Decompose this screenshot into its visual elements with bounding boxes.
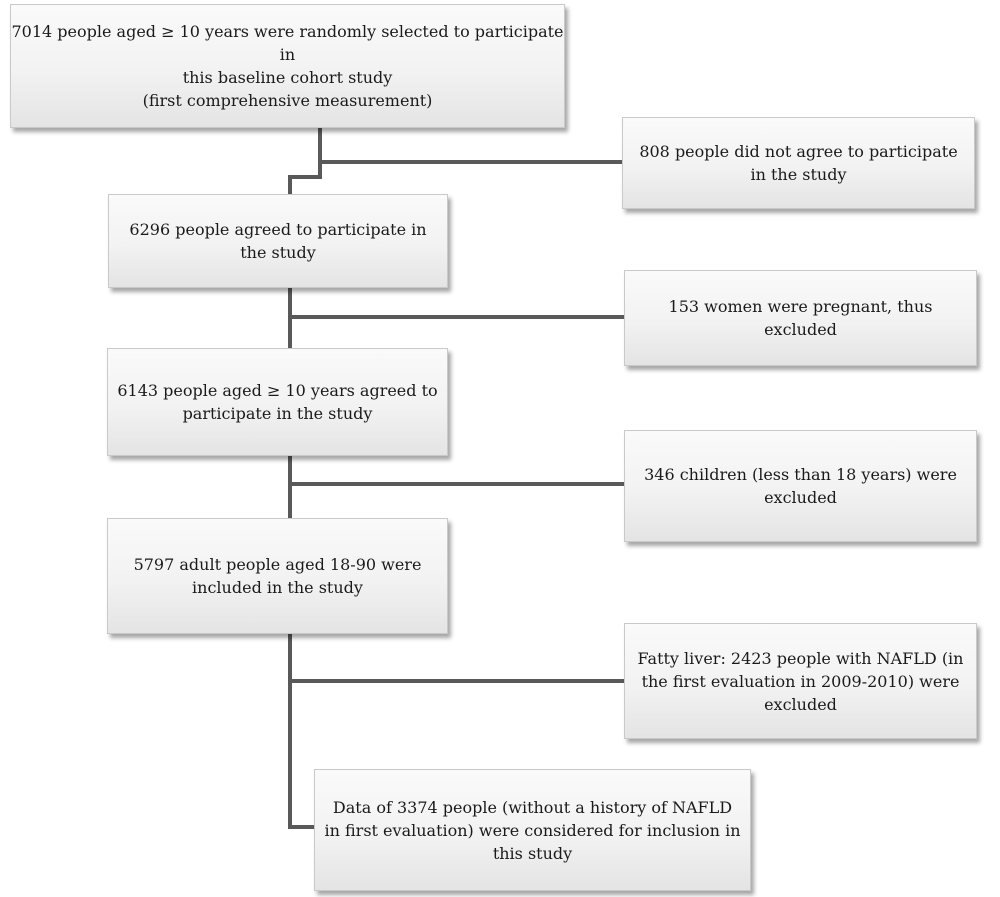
connector-branch-1 [318,160,624,164]
connector-branch-4 [288,679,624,683]
connector-jog-1 [288,175,322,179]
box-children-excluded: 346 children (less than 18 years) were e… [624,430,977,542]
connector-branch-3 [288,482,624,486]
connector-branch-2 [288,315,624,319]
box-fatty-liver-excluded-text: Fatty liver: 2423 people with NAFLD (in … [637,648,964,714]
connector-branch-5 [288,825,316,829]
box-final-data-text: Data of 3374 people (without a history o… [324,797,741,863]
box-did-not-agree-text: 808 people did not agree to participate … [639,142,958,184]
box-initial-sample: 7014 people aged ≥ 10 years were randoml… [10,4,565,128]
box-children-excluded-text: 346 children (less than 18 years) were e… [644,465,957,507]
connector-trunk-1 [318,128,322,164]
box-aged-ge10-agreed: 6143 people aged ≥ 10 years agreed to pa… [107,348,448,456]
connector-drop-1 [288,175,292,194]
connector-trunk-3 [288,456,292,518]
box-agreed: 6296 people agreed to participate in the… [108,194,448,288]
box-initial-sample-text: 7014 people aged ≥ 10 years were randoml… [11,22,564,110]
box-did-not-agree: 808 people did not agree to participate … [622,117,975,209]
connector-trunk-4 [288,634,292,828]
connector-trunk-1b [318,160,322,179]
box-adults-included: 5797 adult people aged 18-90 were includ… [107,518,448,634]
box-pregnant-excluded: 153 women were pregnant, thus excluded [624,270,977,366]
box-pregnant-excluded-text: 153 women were pregnant, thus excluded [668,297,933,339]
box-adults-included-text: 5797 adult people aged 18-90 were includ… [133,555,422,597]
box-final-data: Data of 3374 people (without a history o… [314,769,751,891]
box-agreed-text: 6296 people agreed to participate in the… [129,220,427,262]
box-aged-ge10-agreed-text: 6143 people aged ≥ 10 years agreed to pa… [117,381,438,423]
box-fatty-liver-excluded: Fatty liver: 2423 people with NAFLD (in … [624,623,977,739]
